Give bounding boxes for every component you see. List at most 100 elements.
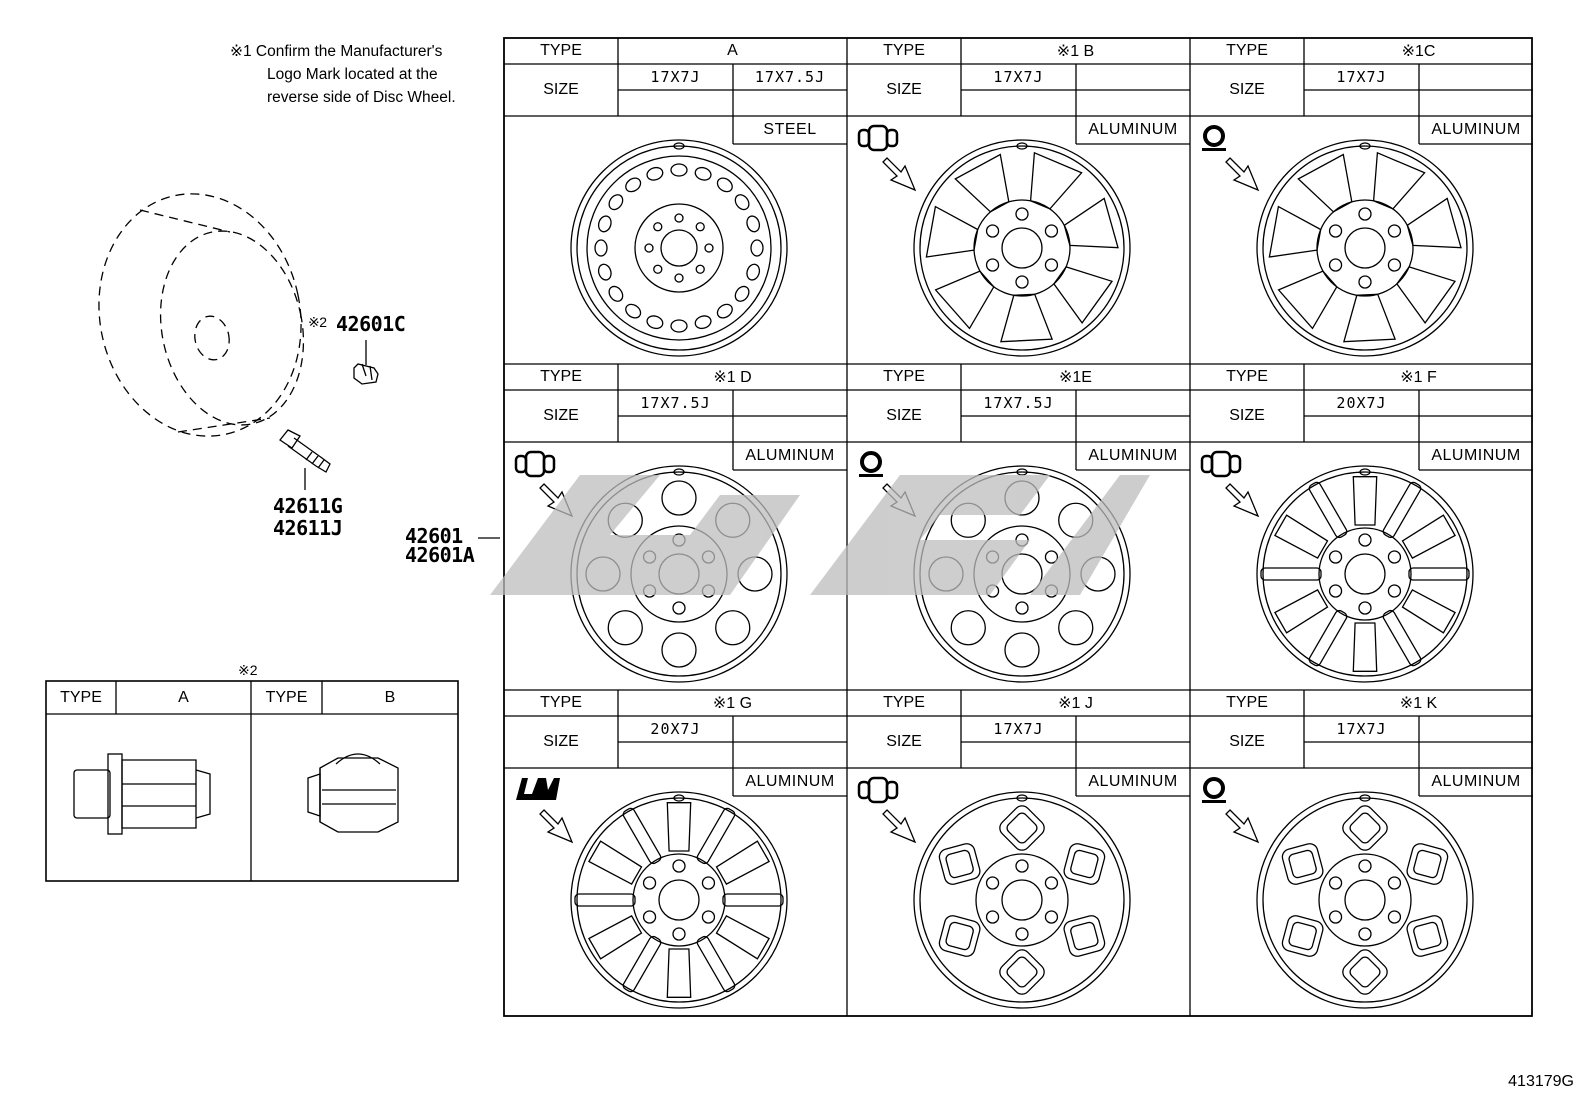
size-label: SIZE xyxy=(543,407,579,424)
size-value-1: 17X7J xyxy=(993,720,1044,738)
nut-type-a-icon xyxy=(73,753,211,835)
note-mark: ※1 xyxy=(230,43,252,60)
size-value-2 xyxy=(1419,716,1533,742)
size-value-1: 17X7.5J xyxy=(983,394,1054,412)
material-label: ALUMINUM xyxy=(1088,447,1178,464)
type-label: TYPE xyxy=(540,694,582,711)
type-value: A xyxy=(727,42,738,59)
valve-stem-icon xyxy=(279,429,331,490)
nut-type-b-value: B xyxy=(384,688,396,706)
type-value: ※1 B xyxy=(1056,43,1095,60)
size-value-1: 20X7J xyxy=(650,720,701,738)
size-value-2 xyxy=(733,716,847,742)
lm-logo-icon xyxy=(516,778,560,800)
material-label: STEEL xyxy=(763,121,817,138)
circle-logo-icon xyxy=(1202,777,1226,803)
circle-logo-icon xyxy=(1202,125,1226,151)
dumbbell-logo-icon xyxy=(1200,450,1242,478)
arrow-icon xyxy=(882,809,917,844)
wheel-drawing-steel xyxy=(570,139,788,357)
type-value: ※1C xyxy=(1401,43,1436,60)
wheel-drawing-spoke7 xyxy=(1256,139,1474,357)
watermark-logo xyxy=(490,475,1150,595)
note-line-3: reverse side of Disc Wheel. xyxy=(267,89,456,106)
size-label: SIZE xyxy=(1229,81,1265,98)
size-value-1: 17X7J xyxy=(993,68,1044,86)
type-value: ※1 J xyxy=(1058,695,1093,712)
note-line-2: Logo Mark located at the xyxy=(267,66,438,83)
nut-table-mark: ※2 xyxy=(238,662,258,678)
type-label: TYPE xyxy=(540,368,582,385)
wheel-table-grid xyxy=(503,37,1533,1017)
wheel-drawing-pockets6 xyxy=(913,791,1131,1009)
type-value: ※1 F xyxy=(1400,369,1437,386)
dumbbell-logo-icon xyxy=(857,124,899,152)
type-label: TYPE xyxy=(883,694,925,711)
nut-type-b-icon xyxy=(307,753,399,833)
nut-type-a-value: A xyxy=(178,688,189,706)
note-line-1: Confirm the Manufacturer's xyxy=(255,43,443,60)
size-value-1: 17X7J xyxy=(1336,68,1387,86)
wheel-drawing-slots6 xyxy=(570,791,788,1009)
type-value: ※1 K xyxy=(1399,695,1438,712)
material-label: ALUMINUM xyxy=(745,447,835,464)
size-value-2 xyxy=(1076,390,1190,416)
nut-type-a-label: TYPE xyxy=(60,688,102,706)
arrow-icon xyxy=(539,809,574,844)
material-label: ALUMINUM xyxy=(1431,447,1521,464)
wheel-drawing-slots6 xyxy=(1256,465,1474,683)
size-value-2 xyxy=(1076,64,1190,90)
document-number: 413179G xyxy=(1508,1073,1574,1090)
arrow-icon xyxy=(1225,157,1260,192)
nut-table-grid xyxy=(45,680,459,882)
size-value-1: 17X7J xyxy=(650,68,701,86)
dumbbell-logo-icon xyxy=(514,450,556,478)
arrow-icon xyxy=(882,157,917,192)
size-label: SIZE xyxy=(1229,407,1265,424)
dumbbell-logo-icon xyxy=(857,776,899,804)
size-label: SIZE xyxy=(543,81,579,98)
size-label: SIZE xyxy=(886,733,922,750)
size-label: SIZE xyxy=(886,81,922,98)
type-label: TYPE xyxy=(883,368,925,385)
type-label: TYPE xyxy=(1226,368,1268,385)
circle-logo-icon xyxy=(859,451,883,477)
type-value: ※1 G xyxy=(712,695,753,712)
part-number-42601: 42601 xyxy=(405,524,463,548)
type-label: TYPE xyxy=(1226,42,1268,59)
size-value-2 xyxy=(1419,64,1533,90)
size-value-2 xyxy=(1419,390,1533,416)
manufacturer-note: ※1 Confirm the Manufacturer's Logo Mark … xyxy=(230,40,500,109)
size-value-1: 17X7J xyxy=(1336,720,1387,738)
size-value-2 xyxy=(1076,716,1190,742)
type-label: TYPE xyxy=(540,42,582,59)
material-label: ALUMINUM xyxy=(1088,121,1178,138)
material-label: ALUMINUM xyxy=(1431,773,1521,790)
size-value-2: 17X7.5J xyxy=(754,68,826,86)
wheel-drawing-spoke7 xyxy=(913,139,1131,357)
part-number-42601a: 42601A xyxy=(405,543,475,567)
tire-phantom xyxy=(98,193,305,437)
material-label: ALUMINUM xyxy=(745,773,835,790)
wheel-drawing-pockets6 xyxy=(1256,791,1474,1009)
cap-mark: ※2 xyxy=(308,314,327,330)
size-label: SIZE xyxy=(886,407,922,424)
nut-type-b-label: TYPE xyxy=(265,688,308,706)
size-label: SIZE xyxy=(1229,733,1265,750)
size-value-1: 17X7.5J xyxy=(640,394,711,412)
type-value: ※1 D xyxy=(713,369,752,386)
material-label: ALUMINUM xyxy=(1431,121,1521,138)
material-label: ALUMINUM xyxy=(1088,773,1178,790)
part-number-42611j: 42611J xyxy=(273,516,343,540)
type-value: ※1E xyxy=(1059,369,1092,386)
size-value-2 xyxy=(733,390,847,416)
type-label: TYPE xyxy=(1226,694,1268,711)
part-number-42601c: 42601C xyxy=(336,312,406,336)
size-label: SIZE xyxy=(543,733,579,750)
arrow-icon xyxy=(1225,809,1260,844)
arrow-icon xyxy=(1225,483,1260,518)
part-number-42611g: 42611G xyxy=(273,494,343,518)
valve-cap-icon xyxy=(353,363,379,385)
size-value-1: 20X7J xyxy=(1336,394,1387,412)
type-label: TYPE xyxy=(883,42,925,59)
